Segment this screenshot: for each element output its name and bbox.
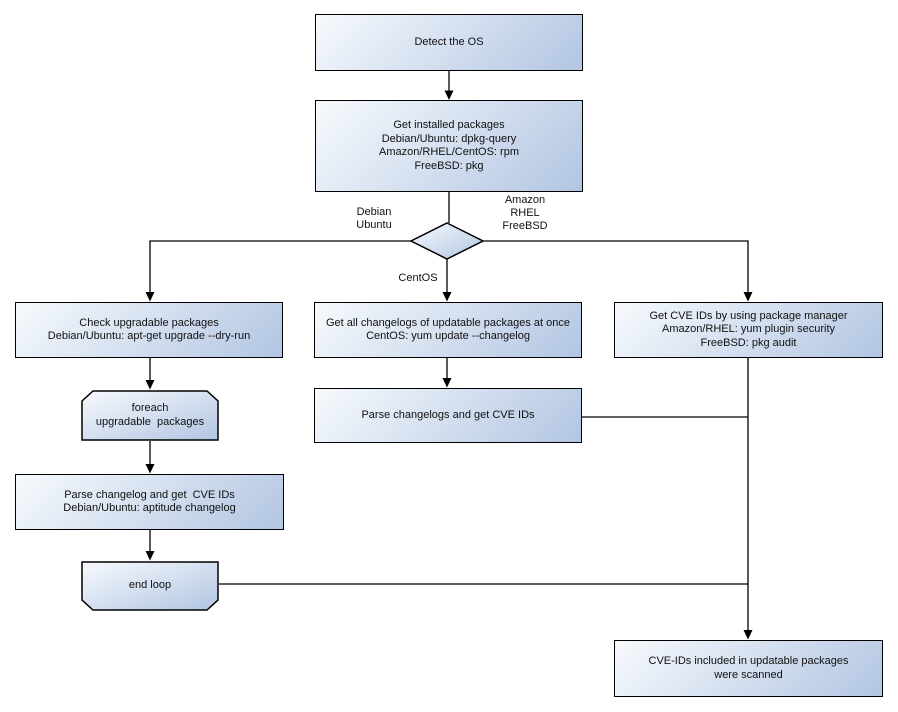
- node-text: Debian/Ubuntu: aptitude changelog: [63, 502, 236, 514]
- node-detect-os: Detect the OS: [315, 14, 583, 71]
- node-text: Debian/Ubuntu: dpkg-query: [381, 132, 517, 145]
- node-text: Get CVE IDs by using package manager: [649, 309, 848, 322]
- node-parse-changelog-debian: Parse changelog and get CVE IDs Debian/U…: [15, 474, 284, 530]
- edge-label-text: FreeBSD: [502, 220, 548, 232]
- node-check-upgradable-packages: Check upgradable packages Debian/Ubuntu:…: [15, 302, 283, 358]
- node-end-loop: end loop: [81, 561, 219, 611]
- edge-label-text: CentOS: [398, 272, 438, 284]
- node-text: Debian/Ubuntu: apt-get upgrade --dry-run: [47, 330, 251, 342]
- node-text: Check upgradable packages: [79, 316, 219, 329]
- node-text: Parse changelog and get CVE IDs: [64, 488, 235, 501]
- edge-label-text: Amazon: [504, 194, 546, 206]
- node-text: Get installed packages: [393, 119, 505, 131]
- edge-label-amazon-rhel-freebsd: Amazon RHEL FreeBSD: [495, 194, 555, 233]
- node-text: CentOS: yum update --changelog: [366, 330, 530, 342]
- node-os-decision-diamond: [410, 222, 484, 260]
- node-text: FreeBSD: pkg: [414, 159, 484, 172]
- node-text: foreach: [131, 402, 169, 414]
- node-get-installed-packages: Get installed packages Debian/Ubuntu: dp…: [315, 100, 583, 192]
- node-text: Amazon/RHEL: yum plugin security: [661, 323, 835, 336]
- node-get-cve-ids-package-manager: Get CVE IDs by using package manager Ama…: [614, 302, 883, 358]
- node-text: Parse changelogs and get CVE IDs: [361, 408, 535, 421]
- node-text: Get all changelogs of updatable packages…: [325, 316, 570, 329]
- node-text: Detect the OS: [414, 35, 484, 48]
- edge-label-debian-ubuntu: Debian Ubuntu: [344, 206, 404, 232]
- node-parse-changelogs-centos: Parse changelogs and get CVE IDs: [314, 388, 582, 443]
- edge-label-text: Debian: [356, 206, 392, 218]
- node-cve-ids-scanned: CVE-IDs included in updatable packages w…: [614, 640, 883, 697]
- node-text: were scanned: [714, 668, 783, 681]
- node-text: end loop: [128, 579, 172, 592]
- node-text: CVE-IDs included in updatable packages: [648, 655, 849, 667]
- diamond-shape: [410, 222, 484, 260]
- node-text: upgradable packages: [95, 415, 205, 428]
- edge-label-text: RHEL: [510, 207, 540, 219]
- node-text: Amazon/RHEL/CentOS: rpm: [379, 146, 519, 158]
- node-text: FreeBSD: pkg audit: [700, 336, 797, 349]
- edge-label-centos: CentOS: [393, 272, 443, 285]
- loop-start-shape: [81, 390, 219, 441]
- loop-end-shape: [81, 561, 219, 611]
- node-foreach-loop-start: foreach upgradable packages: [81, 390, 219, 441]
- edge-label-text: Ubuntu: [356, 219, 392, 231]
- node-get-all-changelogs: Get all changelogs of updatable packages…: [314, 302, 582, 358]
